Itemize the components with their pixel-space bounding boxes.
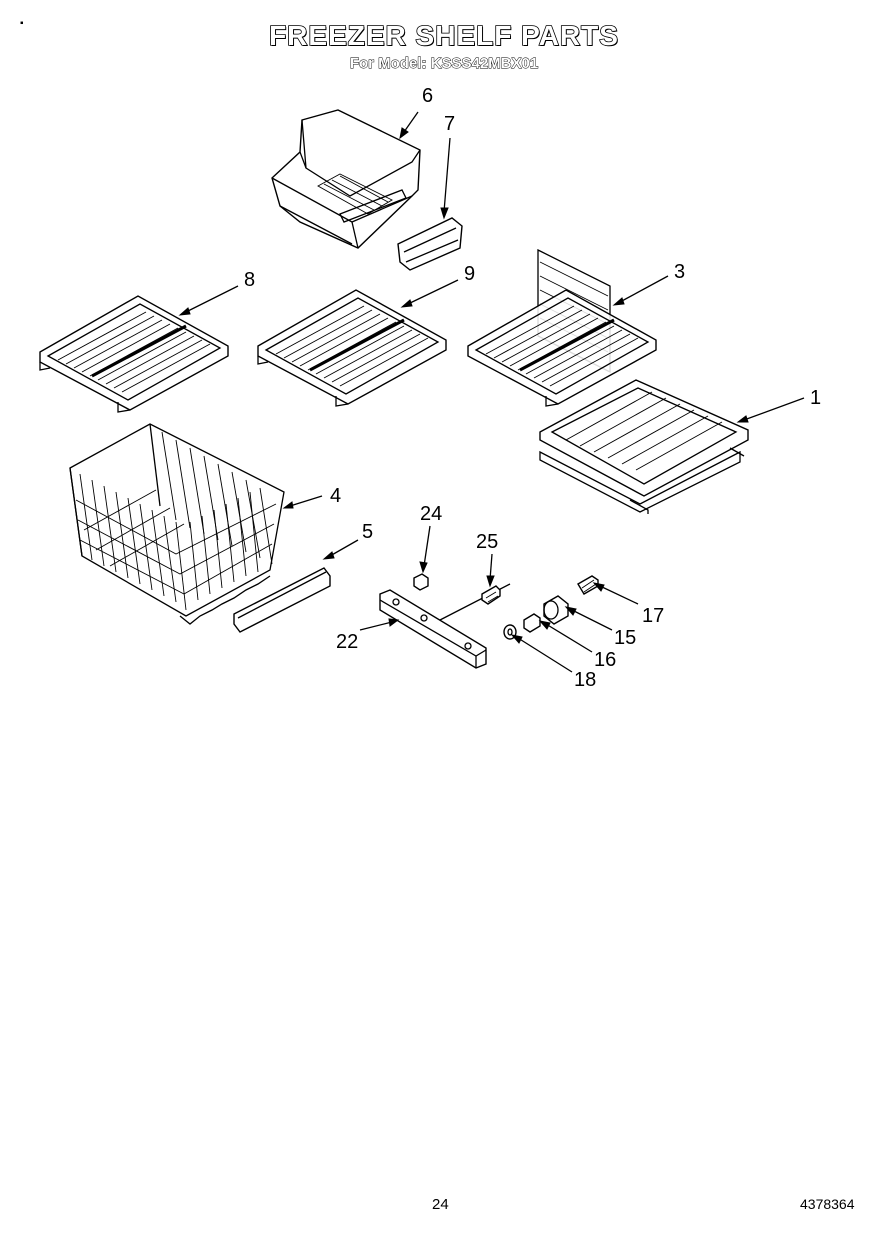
callout-24: 24 [420, 503, 442, 525]
page-number: 24 [432, 1196, 449, 1213]
part-4-wire-basket [69, 423, 285, 625]
leader-lines [178, 111, 805, 673]
callout-4: 4 [330, 485, 341, 507]
part-17-screw [577, 575, 599, 595]
callout-3: 3 [674, 261, 685, 283]
document-number: 4378364 [800, 1196, 855, 1212]
callout-15: 15 [614, 627, 636, 649]
callout-8: 8 [244, 269, 255, 291]
corner-mark: ▪ [20, 18, 24, 29]
part-8-wire-shelf [39, 295, 229, 413]
callout-5: 5 [362, 521, 373, 543]
callout-18: 18 [574, 669, 596, 691]
callout-6: 6 [422, 85, 433, 107]
part-25-screw [481, 585, 501, 605]
part-16-washer [523, 613, 541, 633]
part-5-basket-handle [233, 567, 331, 633]
page-title: FREEZER SHELF PARTS [268, 19, 619, 52]
callout-1: 1 [810, 387, 821, 409]
part-3-wire-shelf-with-divider [467, 248, 657, 407]
callout-17: 17 [642, 605, 664, 627]
callout-25: 25 [476, 531, 498, 553]
part-6-bin [271, 109, 421, 249]
part-9-wire-shelf [257, 289, 447, 407]
callout-16: 16 [594, 649, 616, 671]
part-1-glass-shelf [539, 379, 749, 514]
model-subtitle: For Model: KSSS42MBX01 [349, 55, 539, 73]
callout-9: 9 [464, 263, 475, 285]
part-7-handle [397, 217, 463, 271]
callout-7: 7 [444, 113, 455, 135]
callout-22: 22 [336, 631, 358, 653]
part-15-bushing [543, 595, 569, 625]
part-24-nut [413, 573, 429, 591]
